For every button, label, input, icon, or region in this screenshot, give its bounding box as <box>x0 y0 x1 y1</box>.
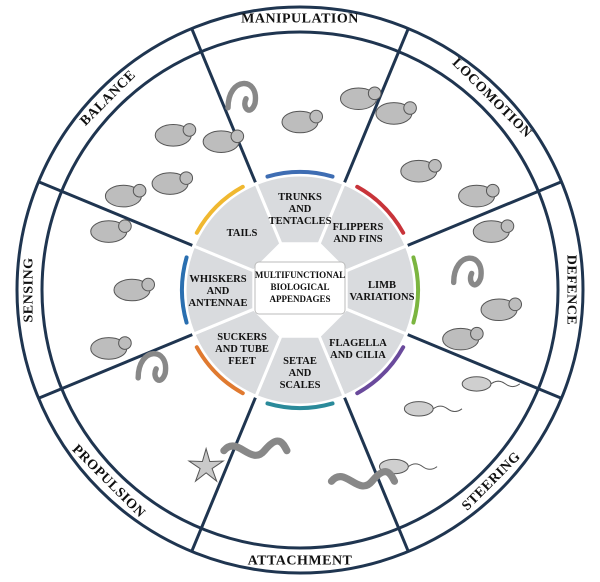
crab-icon <box>480 297 523 322</box>
monkey-icon <box>151 171 194 195</box>
seal-icon <box>113 277 156 302</box>
center-line-3: APPENDAGES <box>269 294 330 304</box>
center-line-2: BIOLOGICAL <box>270 282 329 292</box>
limb-color-arc <box>411 255 420 325</box>
octopus-tentacle-icon <box>225 80 259 113</box>
elephant-icon <box>339 86 382 111</box>
sperm-cell-icon <box>403 401 463 417</box>
setae-label-line: SCALES <box>280 380 321 391</box>
sector-dividers <box>37 27 563 553</box>
suckers-label-line: FEET <box>228 356 255 367</box>
whiskers-color-arc <box>180 255 189 325</box>
sector-divider <box>37 331 198 400</box>
setae-color-arc <box>265 401 335 410</box>
fish-icon <box>458 183 500 208</box>
tails-color-arc <box>194 184 245 235</box>
deer-icon <box>442 326 484 351</box>
inner-octagon <box>183 173 417 407</box>
sector-divider <box>190 27 259 188</box>
sector-divider <box>341 27 410 188</box>
defence-outer-label: DEFENCE <box>564 255 579 325</box>
tails-label-line: TAILS <box>227 228 258 239</box>
starfish-icon <box>187 446 225 483</box>
kangaroo-icon <box>202 129 245 153</box>
sea-turtle-icon <box>375 101 417 125</box>
mantis-icon <box>450 255 484 288</box>
whiskers-label-line: ANTENNAE <box>189 298 248 309</box>
trunks-color-arc <box>265 170 335 179</box>
attachment-outer-label: ATTACHMENT <box>248 554 353 569</box>
inner-sector <box>191 181 283 273</box>
center-line-1: MULTIFUNCTIONAL <box>255 270 345 280</box>
penguin-icon <box>400 159 442 183</box>
sector-divider <box>37 180 198 249</box>
octopus-icon <box>135 351 169 383</box>
flagella-color-arc <box>355 345 406 396</box>
whiskers-label-line: WHISKERS <box>189 274 246 285</box>
setae-label-line: SETAE <box>283 356 317 367</box>
sector-divider <box>190 392 259 553</box>
suckers-label-line: SUCKERS <box>217 332 267 343</box>
sector-divider <box>402 180 563 249</box>
suckers-color-arc <box>194 345 245 396</box>
cockroach-icon <box>90 219 132 243</box>
trunks-label-line: AND <box>289 204 312 215</box>
setae-label-line: AND <box>289 368 312 379</box>
flippers-label-line: FLIPPERS <box>333 222 384 233</box>
flippers-color-arc <box>355 184 406 235</box>
flippers-label-line: AND FINS <box>333 234 382 245</box>
manipulation-outer-label: MANIPULATION <box>241 12 359 27</box>
flagella-label-line: AND CILIA <box>330 350 386 361</box>
whiskers-label-line: AND <box>207 286 230 297</box>
squirrel-icon <box>104 183 147 208</box>
bacterium-icon <box>461 376 521 392</box>
ant-icon <box>281 109 324 134</box>
category-color-arcs <box>180 170 420 410</box>
flagella-label-line: FLAGELLA <box>329 338 387 349</box>
mouse-icon <box>90 336 132 360</box>
limb-label-line: VARIATIONS <box>350 292 415 303</box>
trunks-label-line: TRUNKS <box>278 192 322 203</box>
sector-divider <box>402 331 563 400</box>
sensing-outer-label: SENSING <box>22 258 37 323</box>
center-box <box>254 261 346 315</box>
trunks-label-line: TENTACLES <box>269 216 332 227</box>
suckers-label-line: AND TUBE <box>215 344 269 355</box>
frog-icon <box>472 219 515 243</box>
snake-icon <box>220 437 291 459</box>
worm-icon <box>327 468 399 490</box>
limb-label-line: LIMB <box>368 280 396 291</box>
cheetah-icon <box>154 123 197 147</box>
animal-illustrations <box>90 80 523 490</box>
